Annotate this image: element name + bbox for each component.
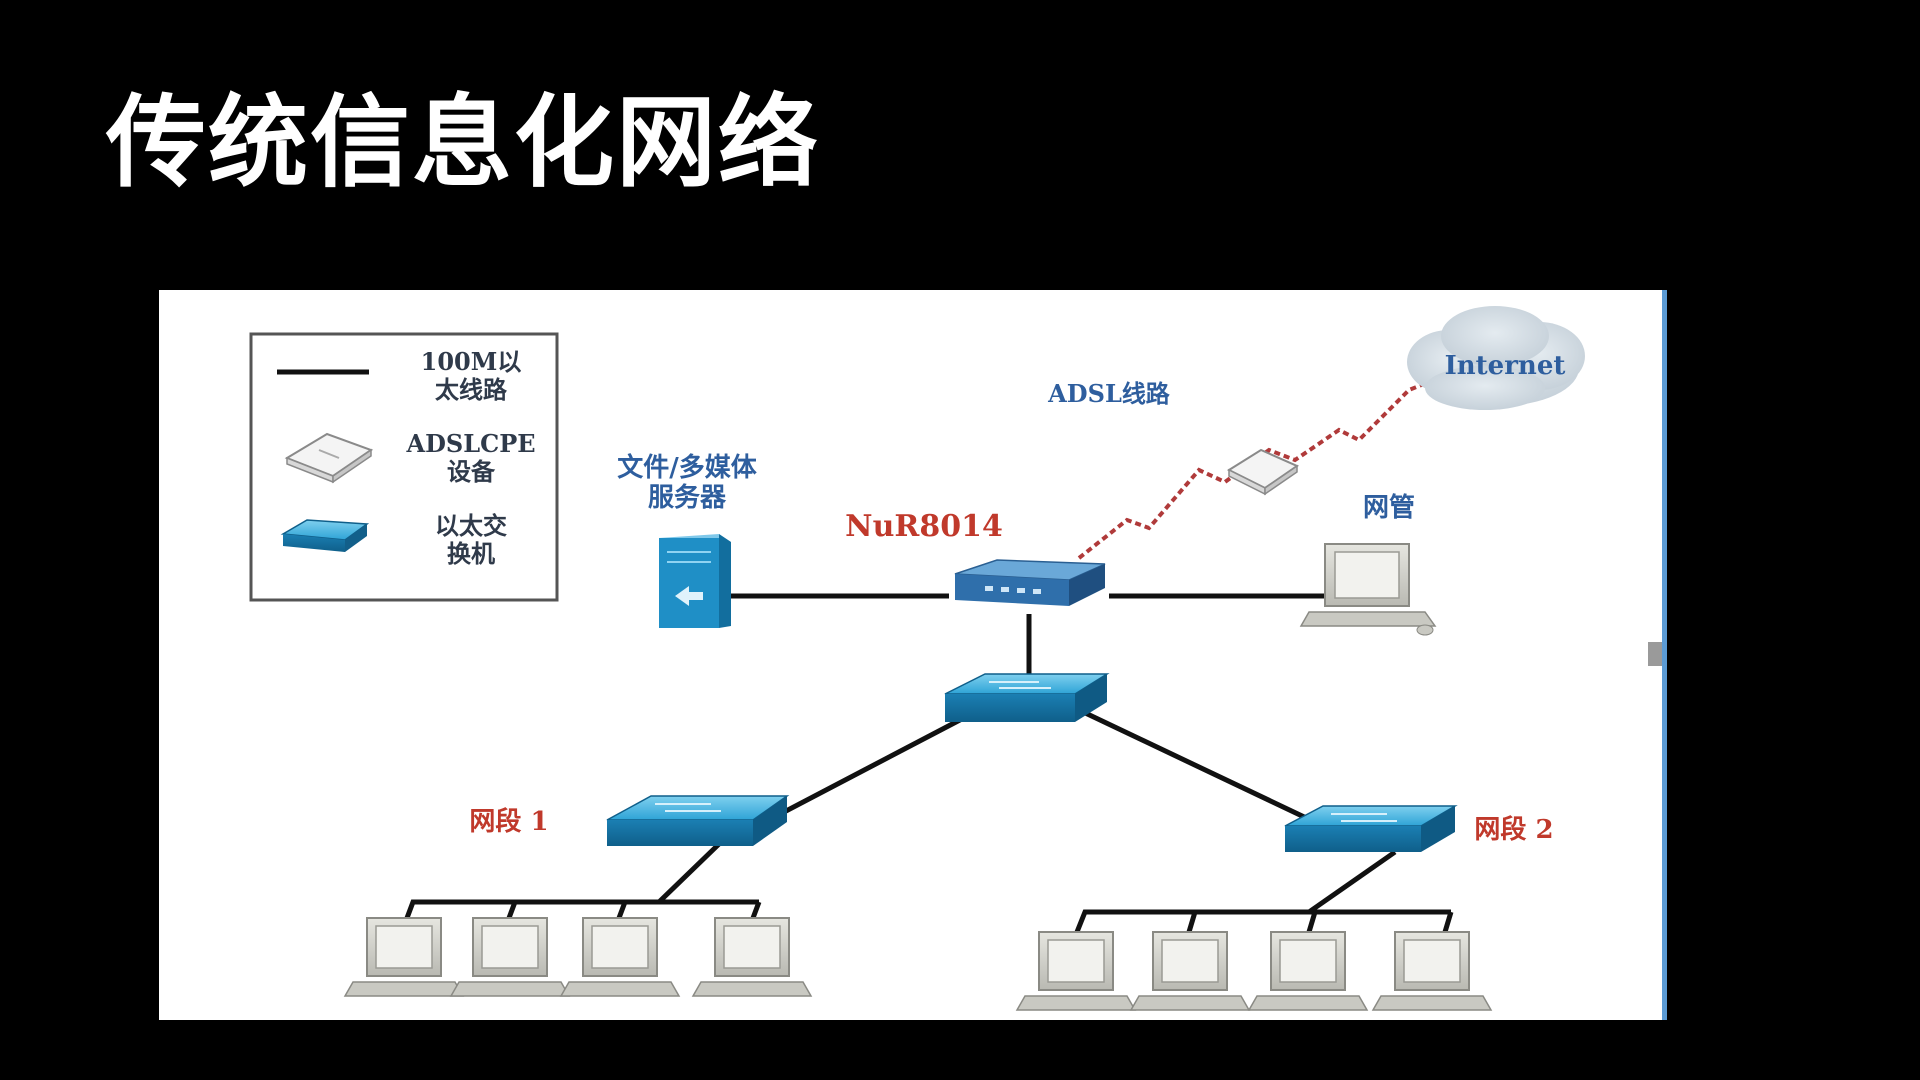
network-diagram-svg: 100M以 太线路 ADSLCPE 设备 以太交 换机 (249, 306, 1585, 1011)
bus-segment1 (404, 899, 759, 919)
legend-label-line-1: 100M以 (421, 347, 522, 376)
legend-label-cpe-2: 设备 (447, 457, 496, 486)
bus-segment1-tap-4 (750, 901, 762, 919)
server-label-line-1: 文件/多媒体 (617, 452, 757, 483)
bus-segment2-tap-4 (1442, 911, 1454, 933)
server-icon (659, 534, 731, 628)
router-icon (954, 559, 1106, 606)
ethernet-switch-icon (280, 519, 370, 552)
link-core-segment1 (761, 707, 981, 826)
bus-segment2-tap-3 (1306, 911, 1318, 933)
image-edge-bar (1662, 290, 1667, 1020)
adsl-link-label: ADSL线路 (1047, 379, 1171, 408)
segment1-pc-1-icon (343, 917, 465, 997)
adsl-line (1077, 372, 1450, 560)
network-diagram: 100M以 太线路 ADSLCPE 设备 以太交 换机 (159, 290, 1667, 1020)
core-switch-icon (944, 673, 1110, 722)
management-label: 网管 (1363, 493, 1415, 523)
router-label: NuR8014 (845, 509, 1003, 544)
segment2-pc-1-icon (1015, 931, 1137, 1011)
internet-cloud-icon (1407, 306, 1585, 410)
segment2-pc-4-icon (1371, 931, 1493, 1011)
slide-title: 传统信息化网络 (106, 84, 820, 201)
management-pc-icon (1299, 543, 1437, 636)
segment2-label: 网段 2 (1474, 814, 1553, 845)
bus-segment1-tap-2 (506, 901, 518, 919)
segment2-pc-3-icon (1247, 931, 1369, 1011)
legend-label-switch-2: 换机 (447, 539, 495, 568)
bus-segment1-tap-3 (616, 901, 628, 919)
segment2-pc-2-icon (1129, 931, 1251, 1011)
segment1-pc-4-icon (691, 917, 813, 997)
ethernet-links (404, 593, 1454, 933)
legend-label-switch-1: 以太交 (435, 511, 507, 540)
segment1-label: 网段 1 (469, 806, 548, 837)
legend-label-line-2: 太线路 (435, 375, 508, 404)
segment1-pc-3-icon (559, 917, 681, 997)
link-segment1-drop (657, 842, 721, 904)
bus-segment2 (1074, 909, 1451, 933)
server-label-line-2: 服务器 (648, 483, 727, 513)
adsl-cpe-icon (284, 432, 374, 484)
adsl-cpe-device-icon (1226, 448, 1300, 496)
link-core-segment2 (1077, 707, 1321, 827)
segment1-pc-2-icon (449, 917, 571, 997)
internet-label: Internet (1445, 351, 1566, 381)
legend-label-cpe-1: ADSLCPE (405, 429, 535, 458)
image-resize-handle[interactable] (1648, 642, 1662, 666)
segment1-switch-icon (606, 795, 790, 846)
bus-segment2-tap-2 (1186, 911, 1198, 933)
legend: 100M以 太线路 ADSLCPE 设备 以太交 换机 (249, 332, 559, 602)
link-segment2-drop (1307, 849, 1397, 915)
segment2-switch-icon (1284, 805, 1458, 852)
